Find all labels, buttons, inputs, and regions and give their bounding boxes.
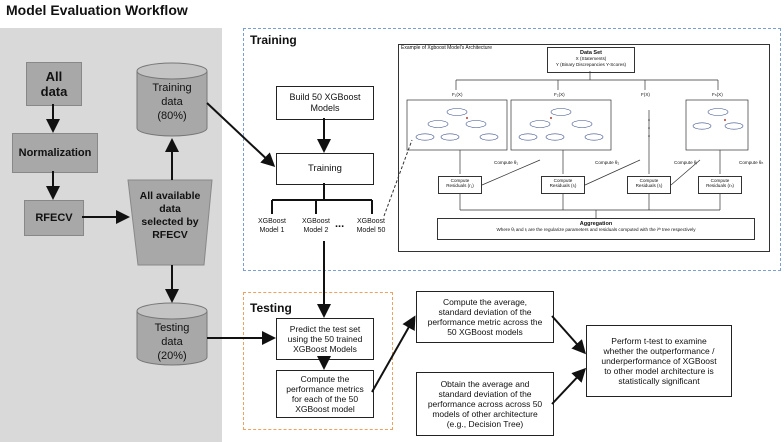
tree-label-1: F₁(X) [452, 92, 463, 97]
tree-label-2: F₂(X) [554, 92, 565, 97]
model-1-label: XGBoost Model 1 [257, 218, 286, 234]
training-box: Training [276, 153, 374, 185]
compute-theta-1: Compute θ₁ [494, 160, 519, 165]
aggregation-text: Where θᵢ and rᵢ are the regularize param… [496, 227, 696, 233]
compute-theta-2: Compute θ₂ [595, 160, 620, 165]
training-title: Training [250, 33, 297, 47]
tree-label-4: Fₙ(X) [712, 92, 723, 97]
build-models-box: Build 50 XGBoost Models [276, 86, 374, 120]
training-data-label: Training data (80%) [152, 82, 192, 122]
dataset-box: Data Set X (Statements) Y (Binary Discre… [547, 47, 635, 73]
inset-caption: Example of Xgboost Model's Architecture [401, 45, 493, 51]
model-2-label: XGBoost Model 2 [301, 218, 330, 234]
average-xgboost-box: Compute the average, standard deviation … [416, 291, 554, 343]
compute-theta-4: Compute θₙ [739, 160, 764, 165]
models-ellipsis: ... [335, 218, 345, 230]
all-data-box: All data [26, 62, 82, 106]
residuals-box-2: Compute Residuals (rᵢ) [541, 176, 585, 194]
aggregation-title: Aggregation [579, 221, 613, 227]
residuals-box-3: Compute Residuals (rᵢ) [627, 176, 671, 194]
rfecv-box: RFECV [24, 200, 84, 236]
residuals-box-4: Compute Residuals (rₙ) [698, 176, 742, 194]
testing-data-cylinder [136, 302, 208, 366]
page-title: Model Evaluation Workflow [6, 2, 188, 18]
dataset-sub2: Y (Binary Discrepancies Y-Scores) [555, 61, 627, 67]
compute-metrics-box: Compute the performance metrics for each… [276, 370, 374, 418]
dataset-sub1: X (Statements) [575, 56, 607, 62]
other-architecture-box: Obtain the average and standard deviatio… [416, 372, 554, 436]
training-data-cylinder [136, 62, 208, 137]
t-test-box: Perform t-test to examine whether the ou… [586, 325, 732, 397]
tree-label-3: F(X) [641, 92, 650, 97]
compute-theta-3: Compute θᵢ [674, 160, 698, 165]
available-data-label: All available data selected by RFECV [139, 190, 201, 242]
testing-data-label: Testing data (20%) [154, 322, 190, 362]
residuals-box-1: Compute Residuals (r₁) [438, 176, 482, 194]
dataset-title: Data Set [579, 50, 602, 56]
aggregation-box: Aggregation Where θᵢ and rᵢ are the regu… [437, 218, 755, 240]
available-data-shape [127, 179, 213, 266]
normalization-box: Normalization [12, 133, 98, 173]
testing-title: Testing [250, 301, 292, 315]
model-50-label: XGBoost Model 50 [356, 218, 386, 234]
predict-test-box: Predict the test set using the 50 traine… [276, 318, 374, 360]
